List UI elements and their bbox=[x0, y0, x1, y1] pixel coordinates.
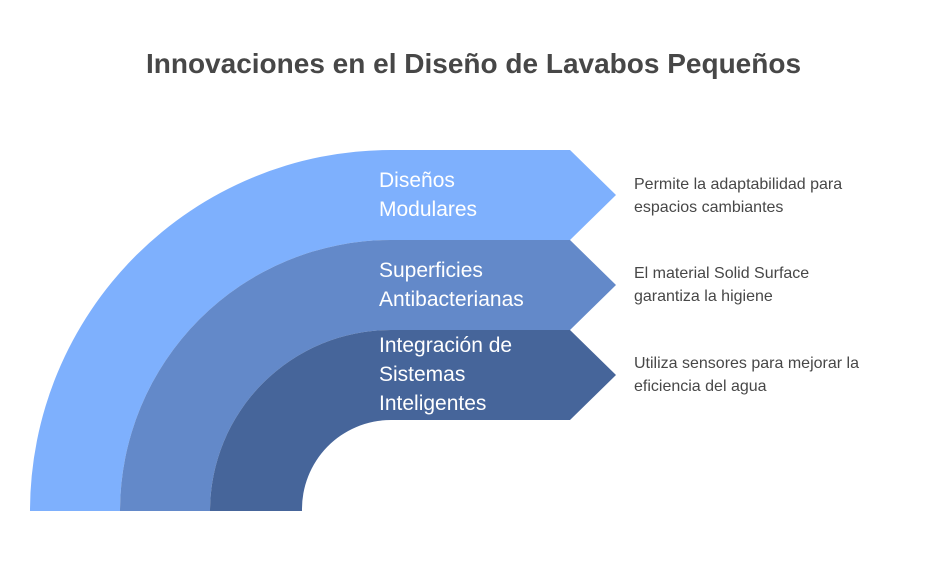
band-label-line: Modulares bbox=[379, 198, 478, 221]
band-3-shape bbox=[210, 330, 616, 511]
description-line: eficiencia del agua bbox=[634, 378, 767, 395]
description-superficies-antibacterianas: El material Solid Surface garantiza la h… bbox=[634, 262, 809, 308]
band-label-line: Diseños bbox=[379, 169, 455, 192]
diagram-title: Innovaciones en el Diseño de Lavabos Peq… bbox=[145, 48, 802, 79]
band-2-shape bbox=[120, 240, 616, 511]
description-line: El material Solid Surface bbox=[634, 265, 810, 282]
description-line: garantiza la higiene bbox=[634, 288, 773, 305]
description-disenos-modulares: Permite la adaptabilidad para espacios c… bbox=[634, 173, 842, 219]
band-label-line: Integración de bbox=[379, 334, 513, 357]
band-label-superficies-antibacterianas: Superficies Antibacterianas bbox=[379, 256, 524, 314]
band-label-disenos-modulares: Diseños Modulares bbox=[379, 166, 477, 224]
band-label-line: Inteligentes bbox=[379, 392, 487, 415]
band-label-line: Superficies bbox=[379, 259, 483, 282]
band-1-shape bbox=[30, 150, 616, 511]
description-integracion-sistemas: Utiliza sensores para mejorar la eficien… bbox=[634, 352, 859, 398]
description-line: espacios cambiantes bbox=[634, 199, 784, 216]
description-line: Utiliza sensores para mejorar la bbox=[634, 355, 859, 372]
band-label-line: Antibacterianas bbox=[379, 288, 524, 311]
band-label-line: Sistemas bbox=[379, 363, 466, 386]
band-label-integracion-sistemas: Integración de Sistemas Inteligentes bbox=[379, 331, 512, 418]
description-line: Permite la adaptabilidad para bbox=[634, 176, 843, 193]
